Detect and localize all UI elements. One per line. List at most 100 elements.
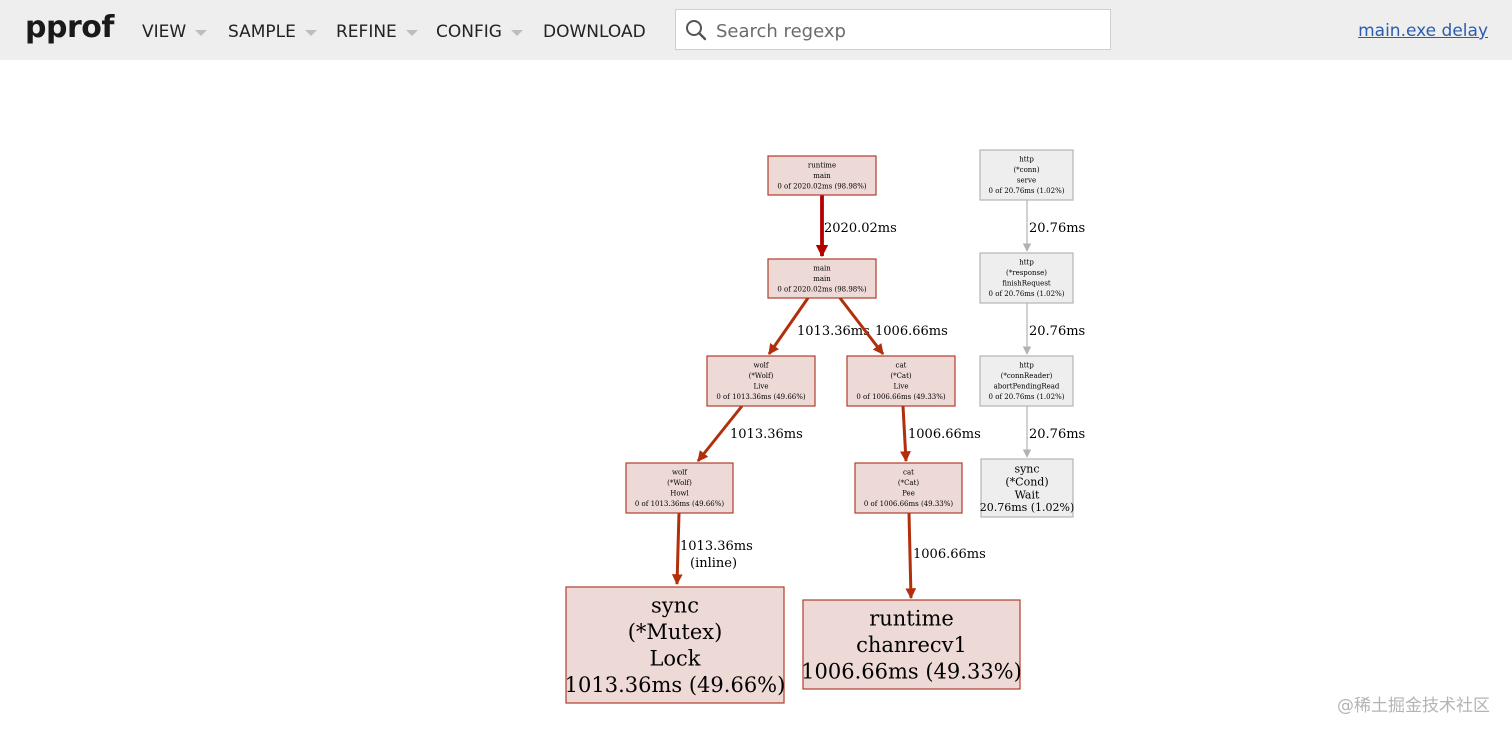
node-box	[767, 155, 877, 196]
node-label-line: 20.76ms (1.02%)	[980, 501, 1075, 514]
node-label-line: abortPendingRead	[994, 383, 1060, 391]
node-label-line: 0 of 20.76ms (1.02%)	[989, 187, 1065, 195]
edge-label: 1013.36ms	[680, 539, 753, 554]
node-label-line: sync	[1014, 463, 1039, 476]
node-label-line: http	[1019, 156, 1034, 164]
node-box	[854, 462, 963, 514]
node-label-line: 0 of 1013.36ms (49.66%)	[716, 393, 806, 401]
edge-wolf_live-to-wolf_howl[interactable]: 1013.36ms	[696, 405, 803, 462]
edge-line	[671, 512, 683, 586]
node-box	[846, 355, 956, 407]
edge-line	[905, 512, 917, 600]
edge-http_response_finish-to-http_connreader_abort[interactable]: 20.76ms	[1022, 303, 1085, 355]
menu-download-label: DOWNLOAD	[543, 22, 646, 42]
node-wolf_live[interactable]: wolf (*Wolf) Live 0 of 1013.36ms (49.66%)	[706, 355, 816, 407]
menu-sample-label: SAMPLE	[228, 22, 296, 42]
node-label-line: Wait	[1015, 488, 1040, 501]
node-label-line: (*Wolf)	[667, 479, 692, 487]
node-runtime_main[interactable]: runtime main 0 of 2020.02ms (98.98%)	[767, 155, 877, 196]
node-box	[767, 258, 877, 299]
edge-cat_live-to-cat_pee[interactable]: 1006.66ms	[900, 405, 981, 463]
menu-refine[interactable]: REFINE	[336, 20, 418, 44]
node-label-line: http	[1019, 259, 1034, 267]
pprof-logo[interactable]: pprof	[25, 10, 114, 45]
node-label-line: (*Mutex)	[628, 620, 723, 644]
node-cat_pee[interactable]: cat (*Cat) Pee 0 of 1006.66ms (49.33%)	[854, 462, 963, 514]
node-label-line: (*Cat)	[890, 372, 912, 380]
edge-label: 1013.36ms	[730, 427, 803, 442]
node-label-line: (*Cat)	[898, 479, 920, 487]
edge-label-inline: (inline)	[690, 556, 737, 571]
menu-sample[interactable]: SAMPLE	[228, 20, 317, 44]
watermark: @稀土掘金技术社区	[1337, 696, 1490, 716]
search-input[interactable]	[714, 15, 1108, 47]
node-box	[565, 586, 785, 704]
node-label-line: Howl	[670, 490, 689, 498]
top-bar: pprof VIEW SAMPLE REFINE CONFIG DOWNLOAD…	[0, 0, 1512, 60]
edge-label: 1013.36ms	[797, 324, 870, 339]
node-box	[979, 355, 1074, 407]
node-label-line: sync	[651, 594, 699, 618]
node-label-line: Pee	[902, 490, 915, 498]
edge-label: 1006.66ms	[875, 324, 948, 339]
menu-download[interactable]: DOWNLOAD	[543, 20, 646, 44]
node-label-line: wolf	[753, 362, 769, 370]
edge-label: 20.76ms	[1029, 427, 1085, 442]
node-label-line: 0 of 1006.66ms (49.33%)	[856, 393, 946, 401]
menu-refine-label: REFINE	[336, 22, 397, 42]
node-label-line: 0 of 2020.02ms (98.98%)	[777, 182, 867, 190]
edge-line	[767, 297, 810, 355]
node-box	[979, 149, 1074, 201]
menu-config-label: CONFIG	[436, 22, 502, 42]
caret-down-icon	[195, 30, 208, 36]
edge-label: 20.76ms	[1029, 324, 1085, 339]
edge-http_conn_serve-to-http_response_finish[interactable]: 20.76ms	[1022, 200, 1085, 252]
edge-label: 2020.02ms	[824, 221, 897, 236]
node-cat_live[interactable]: cat (*Cat) Live 0 of 1006.66ms (49.33%)	[846, 355, 956, 407]
node-label-line: main	[813, 172, 831, 180]
node-label-line: cat	[903, 469, 914, 477]
node-label-line: 0 of 2020.02ms (98.98%)	[777, 285, 867, 293]
menu-view[interactable]: VIEW	[142, 20, 208, 44]
node-box	[802, 599, 1021, 690]
menu-config[interactable]: CONFIG	[436, 20, 523, 44]
edge-wolf_howl-to-sync_mutex_lock[interactable]: 1013.36ms (inline)	[671, 512, 753, 586]
node-label-line: Lock	[649, 647, 700, 671]
node-label-line: chanrecv1	[856, 633, 967, 657]
node-box	[980, 458, 1074, 518]
node-label-line: Live	[754, 383, 769, 391]
edge-cat_pee-to-runtime_chanrecv1[interactable]: 1006.66ms	[905, 512, 986, 600]
node-label-line: serve	[1017, 177, 1036, 185]
node-label-line: finishRequest	[1002, 280, 1051, 288]
node-label-line: Live	[894, 383, 909, 391]
profile-title-link[interactable]: main.exe delay	[1358, 21, 1488, 41]
edge-main_main-to-cat_live[interactable]: 1006.66ms	[838, 297, 948, 355]
node-box	[979, 252, 1074, 304]
node-label-line: cat	[896, 362, 907, 370]
node-label-line: 0 of 1006.66ms (49.33%)	[864, 500, 954, 508]
edge-http_connreader_abort-to-sync_cond_wait[interactable]: 20.76ms	[1022, 406, 1085, 458]
edge-main_main-to-wolf_live[interactable]: 1013.36ms	[767, 297, 870, 355]
node-label-line: runtime	[869, 606, 954, 630]
node-label-line: http	[1019, 362, 1034, 370]
edge-line	[696, 405, 744, 462]
edge-label: 1006.66ms	[913, 547, 986, 562]
node-label-line: 0 of 1013.36ms (49.66%)	[635, 500, 725, 508]
search-box[interactable]	[675, 9, 1111, 50]
node-label-line: runtime	[808, 161, 836, 169]
node-label-line: (*Wolf)	[749, 372, 774, 380]
node-label-line: 0 of 20.76ms (1.02%)	[989, 290, 1065, 298]
node-box	[706, 355, 816, 407]
node-label-line: (*Cond)	[1005, 475, 1048, 488]
edge-runtime_main-to-main_main[interactable]: 2020.02ms	[815, 195, 897, 258]
call-graph: 2020.02ms 1013.36ms 1006.66ms 1013.36ms 1006…	[565, 149, 1085, 704]
node-label-line: main	[813, 264, 831, 272]
